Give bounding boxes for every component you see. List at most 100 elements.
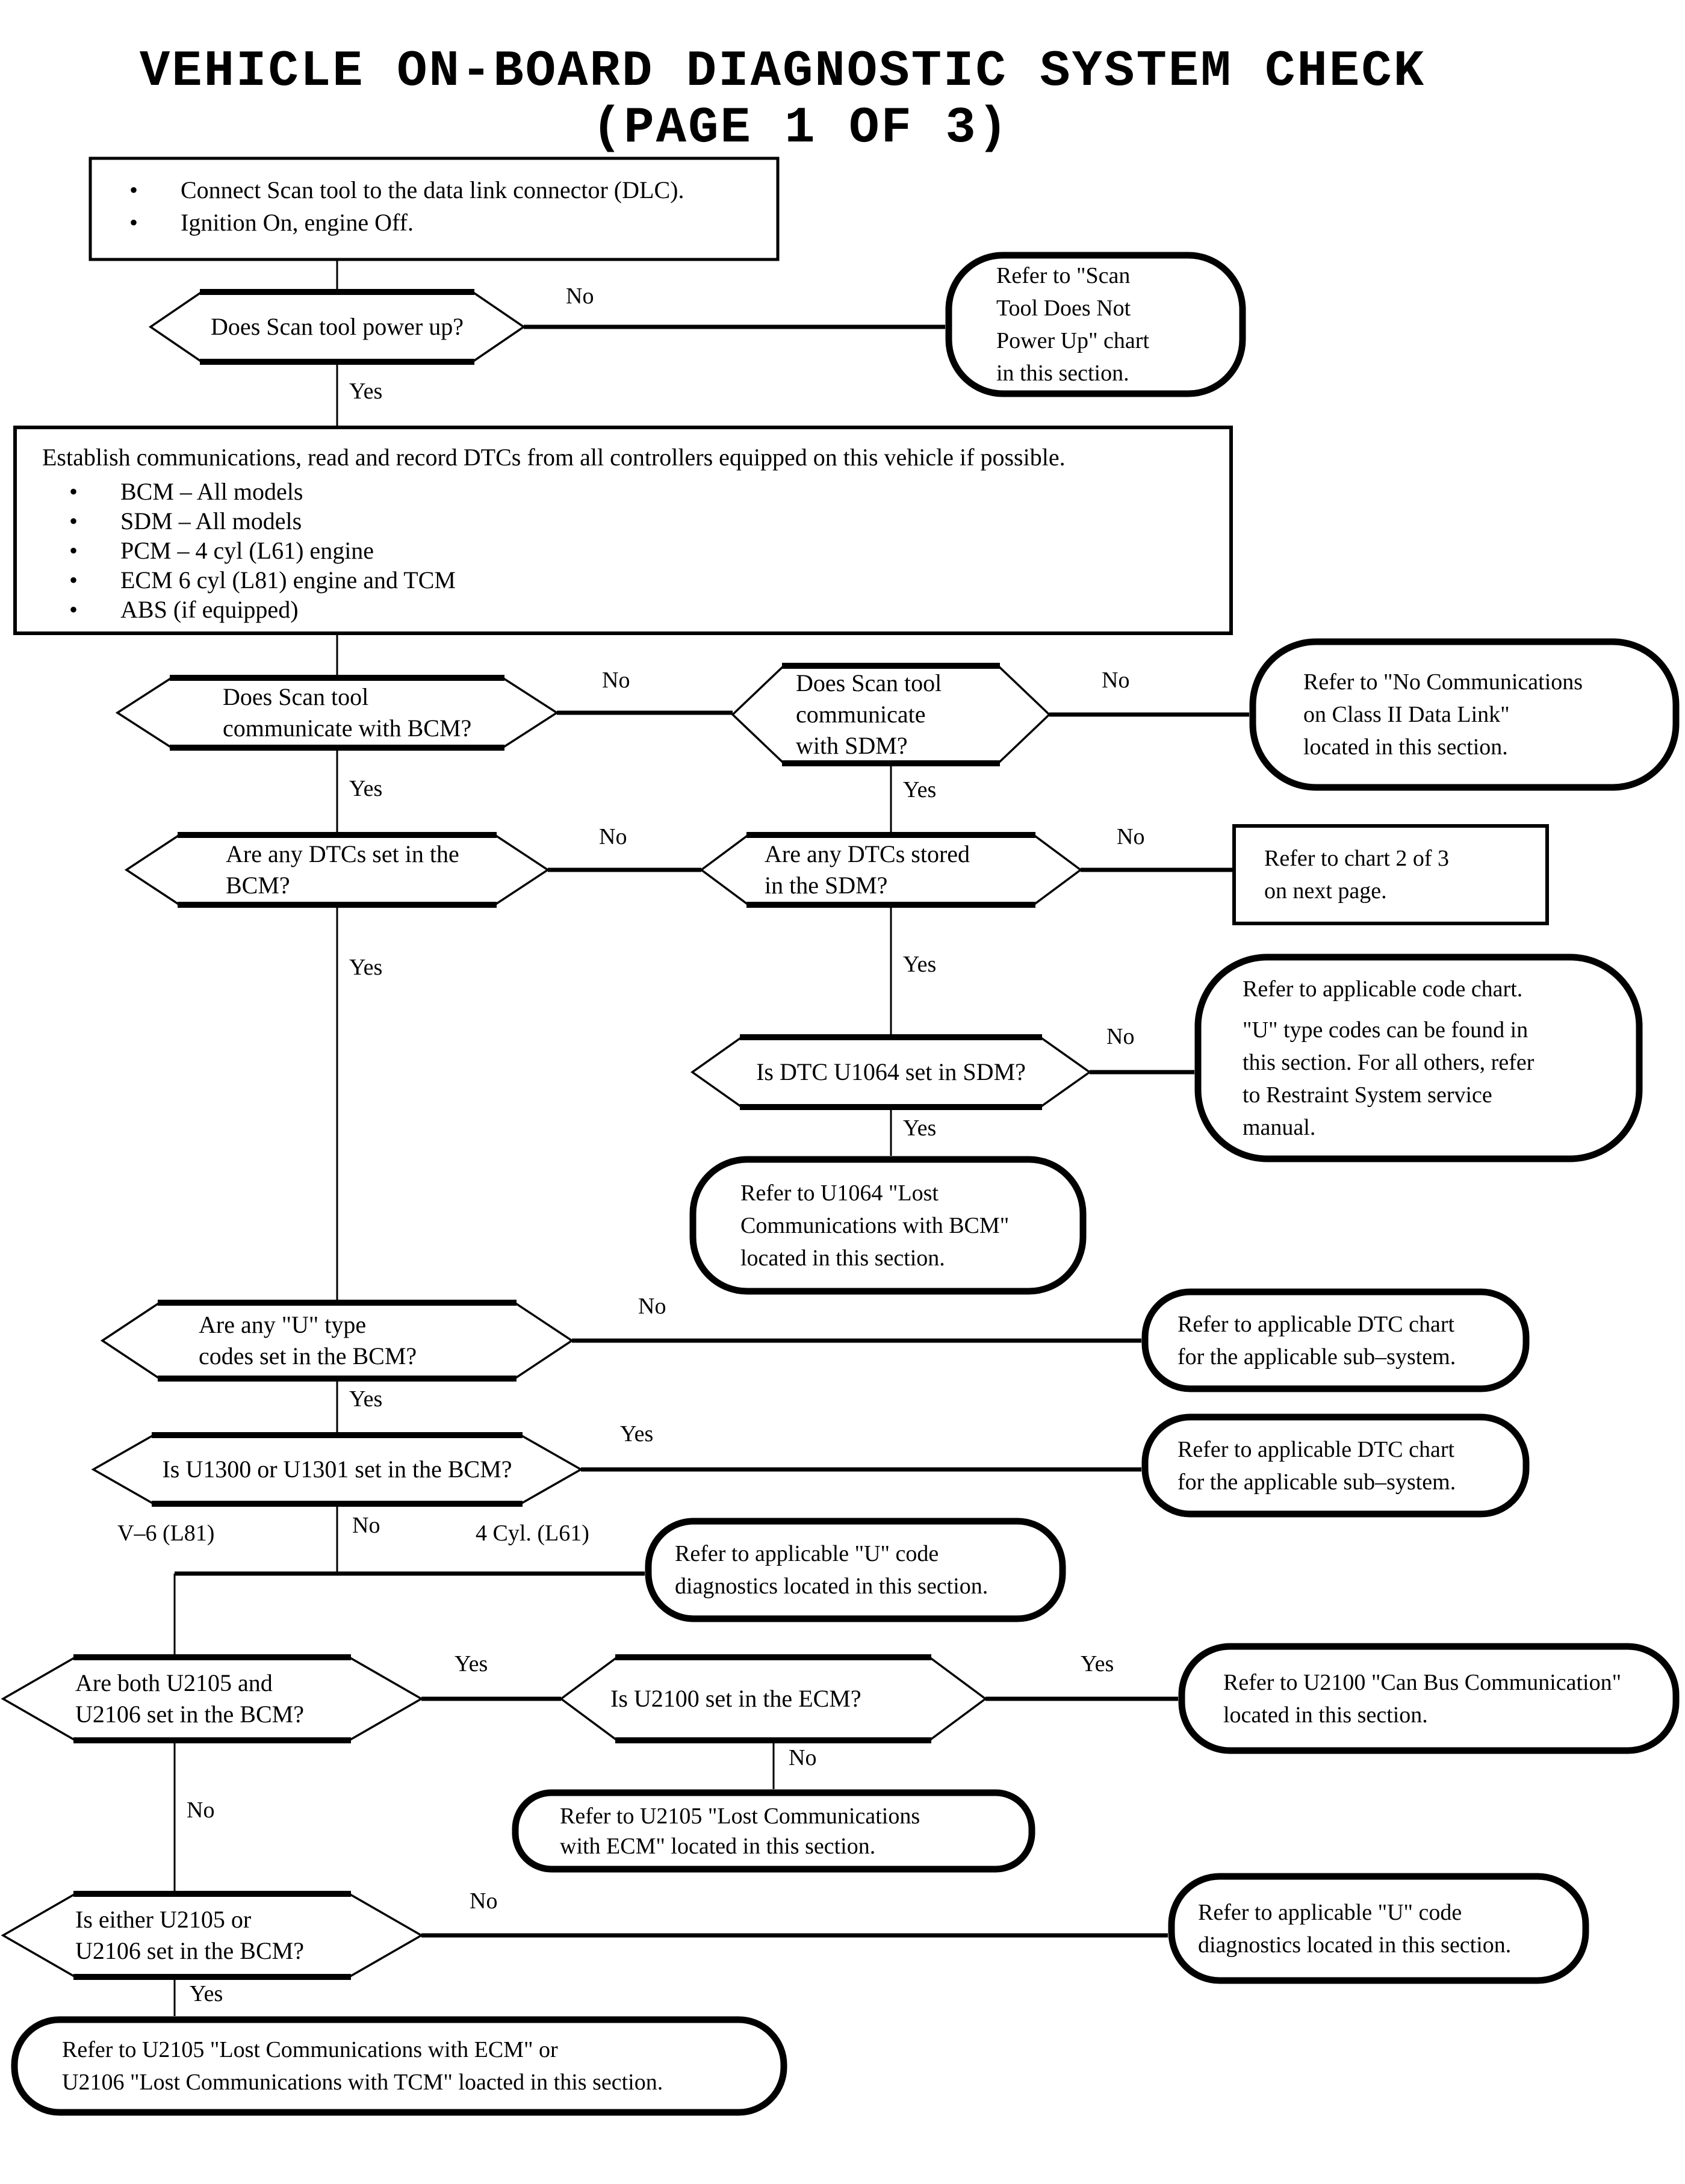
terminal-u-code-diag-b: Refer to applicable "U" code diagnostics… <box>1198 1899 1512 1958</box>
edge-label-u1064-no: No <box>1106 1024 1135 1049</box>
terminal-code-chart-shape <box>1194 954 1643 1162</box>
bullet-icon <box>69 506 120 536</box>
list-item: BCM – All models <box>69 477 1213 506</box>
terminal-u-code-diag-a: Refer to applicable "U" code diagnostics… <box>675 1541 988 1599</box>
terminal-no-comm: Refer to "No Communications on Class II … <box>1303 669 1583 760</box>
start-bullet-2: Ignition On, engine Off. <box>181 209 414 236</box>
decision-u-codes-shape <box>100 1300 574 1382</box>
terminal-u2105-ecm: Refer to U2105 "Lost Communications with… <box>560 1803 920 1859</box>
decision-u2100-shape <box>559 1654 987 1743</box>
terminal-dtc-chart-a-shape <box>1141 1288 1530 1392</box>
decision-u1064-shape <box>690 1034 1092 1110</box>
decision-bcm-dtcs: Are any DTCs set in the BCM? <box>226 840 459 899</box>
edges <box>173 259 1249 2016</box>
list-item: PCM – 4 cyl (L61) engine <box>69 536 1213 565</box>
establish-bullet-2: SDM – All models <box>120 507 302 535</box>
edge-label-u1300-yes: Yes <box>620 1421 654 1447</box>
terminal-dtc-chart-b-shape <box>1141 1413 1530 1518</box>
terminal-code-chart-para2: "U" type codes can be found in this sect… <box>1243 1017 1534 1140</box>
edge-label-sdm-dtcs-no: No <box>1117 824 1145 849</box>
terminal-u2100-shape <box>1178 1643 1680 1754</box>
decision-bcm-dtcs-shape <box>124 832 550 908</box>
decision-power: Does Scan tool power up? <box>211 313 464 340</box>
terminal-bottom-shape <box>11 2016 787 2116</box>
terminal-u1064-shape <box>689 1156 1087 1295</box>
edge-label-sdm-dtcs-yes: Yes <box>903 952 937 977</box>
decision-u2105-both: Are both U2105 and U2106 set in the BCM? <box>75 1669 304 1728</box>
terminal-power: Refer to "Scan Tool Does Not Power Up" c… <box>996 263 1149 386</box>
edge-label-u2100-no: No <box>789 1745 817 1770</box>
chart2-box-shape <box>1232 824 1549 925</box>
decision-u-codes: Are any "U" type codes set in the BCM? <box>199 1311 417 1370</box>
decision-u2105-either-shape <box>1 1891 424 1980</box>
edge-label-u2105-either-no: No <box>470 1888 498 1914</box>
establish-box-shape <box>13 426 1233 635</box>
edge-label-u1300-no: No <box>352 1513 380 1538</box>
edge-label-bcm-dtcs-yes: Yes <box>349 955 383 980</box>
establish-bullet-4: ECM 6 cyl (L81) engine and TCM <box>120 566 456 594</box>
decision-shapes <box>1 289 1092 1980</box>
decision-u2105-either: Is either U2105 or U2106 set in the BCM? <box>75 1906 304 1964</box>
bullet-icon <box>69 565 120 595</box>
bullet-icon <box>69 477 120 506</box>
decision-u1300: Is U1300 or U1301 set in the BCM? <box>162 1456 512 1483</box>
edge-label-u-codes-no: No <box>638 1294 666 1319</box>
decision-u2100: Is U2100 set in the ECM? <box>610 1685 861 1712</box>
edge-label-bcm-comm-yes: Yes <box>349 776 383 801</box>
establish-bullet-list: BCM – All models SDM – All models PCM – … <box>42 477 1213 624</box>
edge-label-u-codes-yes: Yes <box>349 1386 383 1412</box>
list-item: ABS (if equipped) <box>69 595 1213 624</box>
decision-sdm-comm-shape <box>731 663 1051 766</box>
bullet-icon <box>129 206 181 239</box>
decision-bcm-comm-shape <box>115 675 559 751</box>
establish-intro: Establish communications, read and recor… <box>42 444 1066 471</box>
terminal-dtc-chart-b: Refer to applicable DTC chart for the ap… <box>1178 1436 1456 1495</box>
decision-bcm-comm: Does Scan tool communicate with BCM? <box>223 683 472 742</box>
edge-label-sdm-comm-no: No <box>1102 668 1130 693</box>
edge-label-v6: V–6 (L81) <box>117 1521 215 1546</box>
edge-label-bcm-comm-no: No <box>602 668 630 693</box>
terminal-u2105-ecm-shape <box>512 1789 1035 1873</box>
edge-label-u2105-both-yes: Yes <box>455 1651 488 1677</box>
bullet-icon <box>69 536 120 565</box>
terminal-u-code-diag-a-shape <box>645 1518 1066 1622</box>
page-subtitle: (PAGE 1 OF 3) <box>591 100 1010 157</box>
terminal-no-comm-shape <box>1249 638 1680 791</box>
decision-sdm-comm: Does Scan tool communicate with SDM? <box>796 669 942 759</box>
edge-label-4cyl: 4 Cyl. (L61) <box>476 1521 589 1546</box>
chart2-box: Refer to chart 2 of 3 on next page. <box>1264 846 1450 904</box>
decision-sdm-dtcs-shape <box>700 832 1082 908</box>
establish-bullet-3: PCM – 4 cyl (L61) engine <box>120 537 374 564</box>
edge-label-u2100-yes: Yes <box>1081 1651 1114 1677</box>
decision-u2105-both-shape <box>1 1654 424 1743</box>
decision-power-shape <box>148 289 526 365</box>
edge-label-u1064-yes: Yes <box>903 1115 937 1141</box>
establish-bullet-1: BCM – All models <box>120 478 303 505</box>
start-box-shape <box>88 157 780 261</box>
bullet-icon <box>69 595 120 624</box>
terminal-code-chart: Refer to applicable code chart. "U" type… <box>1194 954 1643 1162</box>
edge-label-power-no: No <box>566 284 594 309</box>
terminal-power-shape <box>945 252 1246 397</box>
list-item: SDM – All models <box>69 506 1213 536</box>
start-bullet-1: Connect Scan tool to the data link conne… <box>181 176 684 203</box>
edge-label-u2105-either-yes: Yes <box>190 1981 223 2006</box>
list-item: Ignition On, engine Off. <box>129 206 766 239</box>
bullet-icon <box>129 174 181 206</box>
terminal-shapes <box>11 252 1680 2116</box>
edge-label-power-yes: Yes <box>349 379 383 404</box>
establish-box: Establish communications, read and recor… <box>15 427 1231 633</box>
start-box: Connect Scan tool to the data link conne… <box>90 158 778 259</box>
edge-label-u2105-both-no: No <box>187 1798 215 1823</box>
terminal-dtc-chart-a: Refer to applicable DTC chart for the ap… <box>1178 1311 1456 1370</box>
page-title: VEHICLE ON-BOARD DIAGNOSTIC SYSTEM CHECK <box>139 43 1426 101</box>
terminal-bottom: Refer to U2105 "Lost Communications with… <box>62 2037 663 2095</box>
list-item: Connect Scan tool to the data link conne… <box>129 174 766 206</box>
terminal-code-chart-para1: Refer to applicable code chart. <box>1243 976 1523 1002</box>
decision-u1300-shape <box>91 1432 583 1507</box>
decision-sdm-dtcs: Are any DTCs stored in the SDM? <box>765 840 970 899</box>
decision-u1064: Is DTC U1064 set in SDM? <box>756 1058 1026 1085</box>
terminal-u2100: Refer to U2100 "Can Bus Communication" l… <box>1223 1669 1622 1728</box>
terminal-u1064: Refer to U1064 "Lost Communications with… <box>740 1180 1010 1271</box>
